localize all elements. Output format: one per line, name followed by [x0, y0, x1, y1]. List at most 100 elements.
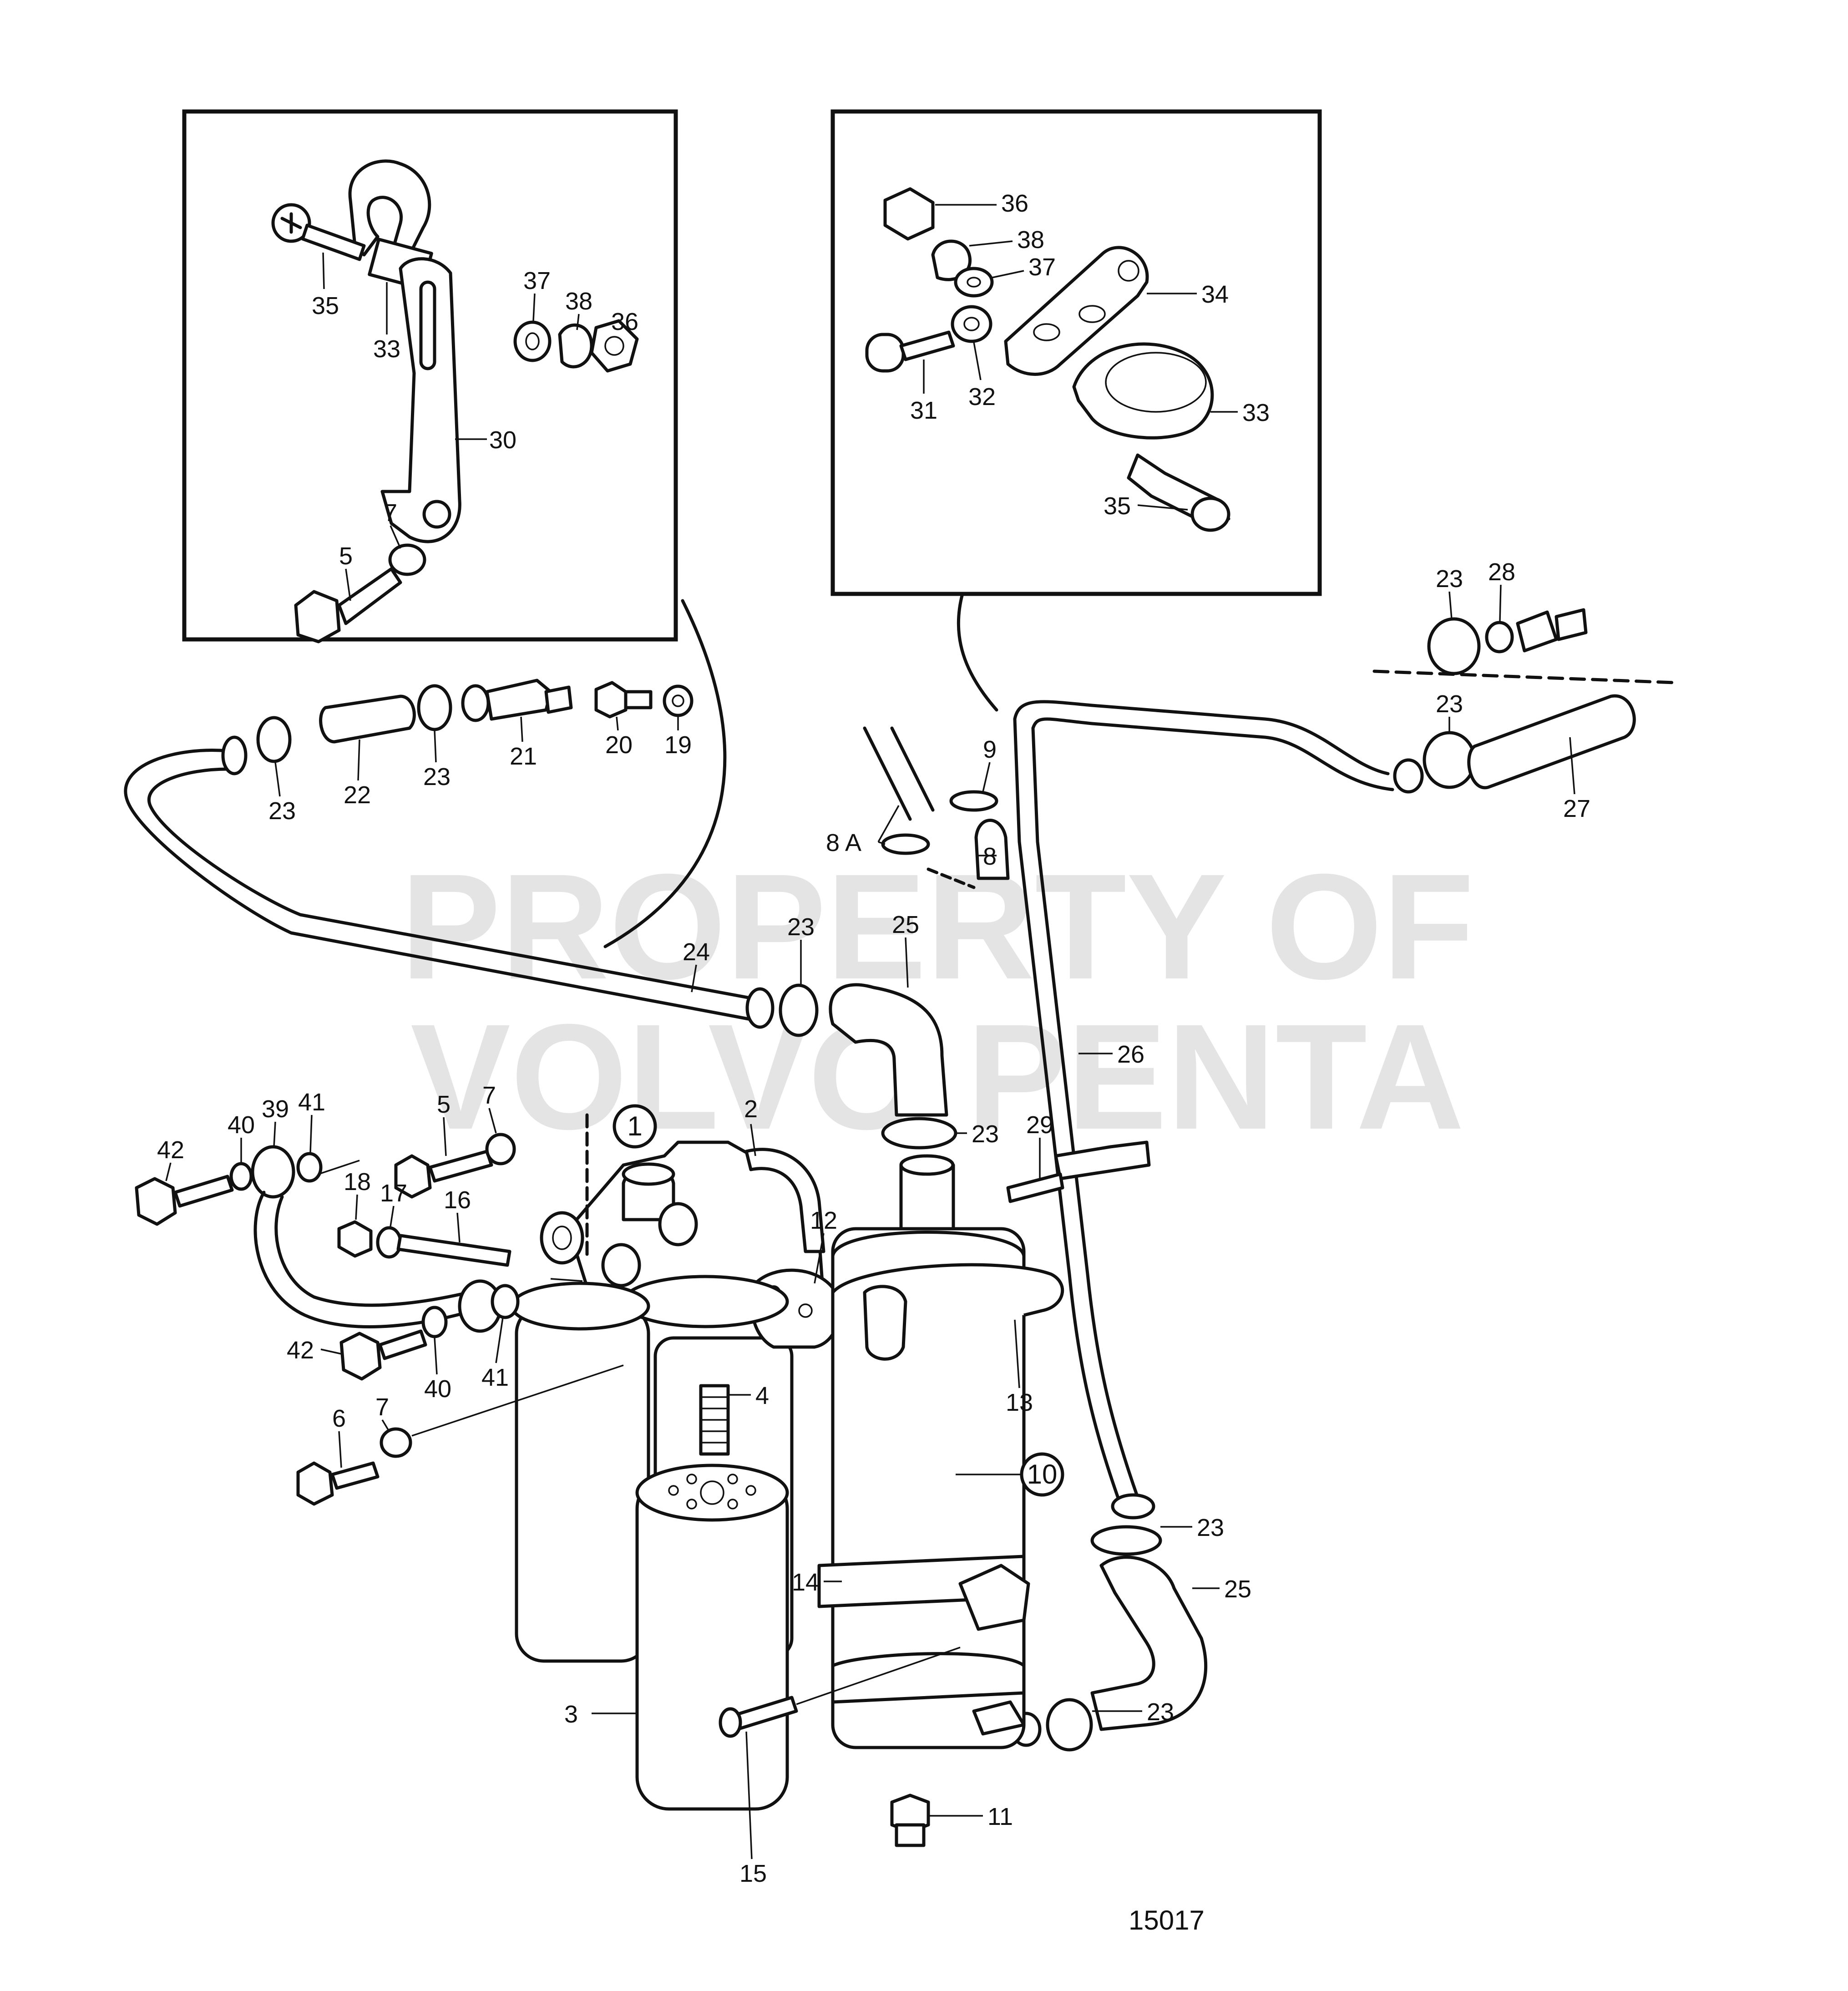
bracket-34 [1004, 246, 1149, 376]
washer-41-top [296, 1152, 323, 1183]
clamp-23-a [256, 716, 292, 763]
callout-5-main: 5 [437, 1091, 451, 1118]
callout-33-left: 33 [373, 335, 400, 363]
bolt-shank-5-left [337, 567, 402, 625]
callout-36-right: 36 [1001, 190, 1028, 217]
clamp-33-right [1072, 342, 1214, 440]
callout-38-left: 38 [565, 288, 592, 315]
callout-23-e: 23 [1436, 690, 1463, 718]
washer-7-lower [380, 1427, 412, 1458]
callout-31: 31 [910, 397, 937, 424]
fitting-28 [1516, 610, 1558, 653]
detail-box-left: 35 33 37 38 36 30 7 5 [182, 109, 727, 948]
bolt-shank-6 [330, 1461, 380, 1490]
callout-32: 32 [968, 383, 996, 410]
clamp-23-d [881, 1117, 957, 1150]
bolt-head-5-main [394, 1154, 432, 1199]
banjo-fitting-21 [485, 679, 552, 721]
callout-41-bottom: 41 [481, 1364, 509, 1391]
banjo-seal [461, 684, 490, 722]
callout-34: 34 [1201, 281, 1229, 308]
callout-18: 18 [344, 1168, 371, 1196]
bolt-head-6 [296, 1461, 334, 1506]
clamp-23-g [1090, 1525, 1162, 1556]
drain-plug-11 [890, 1793, 930, 1834]
washer-28 [1485, 621, 1514, 654]
callout-41-top: 41 [298, 1089, 325, 1116]
elbow-hose-25-top [829, 983, 948, 1117]
filter-canister-rear [515, 1304, 650, 1663]
clamp-33-left [348, 159, 431, 257]
callout-30: 30 [489, 426, 516, 454]
callout-23-f: 23 [1436, 565, 1463, 593]
callout-37-left: 37 [523, 267, 551, 294]
callout-8: 8 [983, 843, 997, 870]
pipe-8a-segment [863, 726, 935, 821]
bolt-head-5-left [294, 590, 341, 643]
bolt-head-31 [865, 333, 905, 373]
bracket-30 [380, 257, 461, 543]
clamp-23-h [1046, 1698, 1093, 1752]
detail-leader-curve-right [957, 592, 998, 712]
band-clamp-13 [831, 1263, 1064, 1317]
callout-28: 28 [1488, 558, 1515, 586]
detail-box-right: 36 38 37 34 31 32 33 35 [830, 109, 1322, 712]
washer-41-bottom [491, 1284, 520, 1319]
pipe-24-outer [124, 748, 753, 1021]
clamp-9 [949, 790, 998, 812]
callout-17: 17 [380, 1180, 407, 1207]
callout-19: 19 [664, 731, 692, 759]
callout-23-b: 23 [423, 763, 451, 790]
clamp-23-c [779, 983, 819, 1037]
callout-3: 3 [564, 1701, 578, 1728]
callout-5-left: 5 [339, 542, 353, 570]
bolt-head-42-top [135, 1177, 177, 1226]
stud-16 [396, 1234, 511, 1267]
pipe-26-end [1111, 1493, 1155, 1520]
ref-circle-1 [613, 1104, 657, 1149]
callout-36-left: 36 [611, 308, 638, 335]
band-clamp-13-bolt [863, 1285, 907, 1361]
hose-22 [319, 694, 416, 744]
callout-7-left: 7 [384, 499, 397, 527]
cap-8 [974, 819, 1010, 880]
callout-38-right: 38 [1017, 226, 1044, 253]
nut-36-right [883, 187, 935, 241]
callout-8a: 8 A [826, 829, 861, 856]
fuel-lines [124, 608, 1676, 1752]
pipe-26-top [1013, 700, 1390, 775]
callout-25-bottom: 25 [1224, 1576, 1251, 1603]
drawing-number: 15017 [1129, 1905, 1205, 1935]
separator-bottom-band [831, 1652, 1026, 1704]
pipe-26-left-edge [1013, 717, 1121, 1504]
pipe-24-inner [147, 767, 757, 1001]
callout-20: 20 [605, 731, 633, 759]
callout-35-right: 35 [1104, 492, 1131, 520]
callout-27: 27 [1563, 795, 1590, 822]
callout-15: 15 [739, 1860, 767, 1887]
nut-18 [337, 1220, 373, 1258]
callout-16: 16 [444, 1186, 471, 1214]
callout-23-g: 23 [1197, 1514, 1224, 1541]
banjo-39 [251, 1145, 295, 1199]
washer-37-right [954, 267, 994, 298]
callout-23-a: 23 [268, 797, 296, 825]
callout-39: 39 [262, 1095, 289, 1123]
screw-shank-35-left [301, 223, 366, 261]
callout-35-left: 35 [312, 292, 339, 319]
bracket-slot [419, 280, 436, 370]
filter-bracket-2 [744, 1148, 825, 1253]
watermark-line-1: PROPERTY OF [400, 842, 1474, 1010]
bolt-head-42-bottom [339, 1332, 382, 1381]
lock-washer-38-right [931, 239, 972, 281]
callout-12: 12 [810, 1207, 837, 1234]
lock-washer-38-left [558, 323, 593, 369]
washer-7-main [485, 1133, 516, 1165]
bolt-shank-31 [899, 330, 955, 361]
callout-13: 13 [1006, 1389, 1033, 1416]
callout-23-h: 23 [1147, 1698, 1174, 1726]
detail-leader-curve-left [603, 599, 727, 948]
callout-1: 1 [627, 1111, 642, 1141]
clamp-23-f [1427, 617, 1481, 675]
